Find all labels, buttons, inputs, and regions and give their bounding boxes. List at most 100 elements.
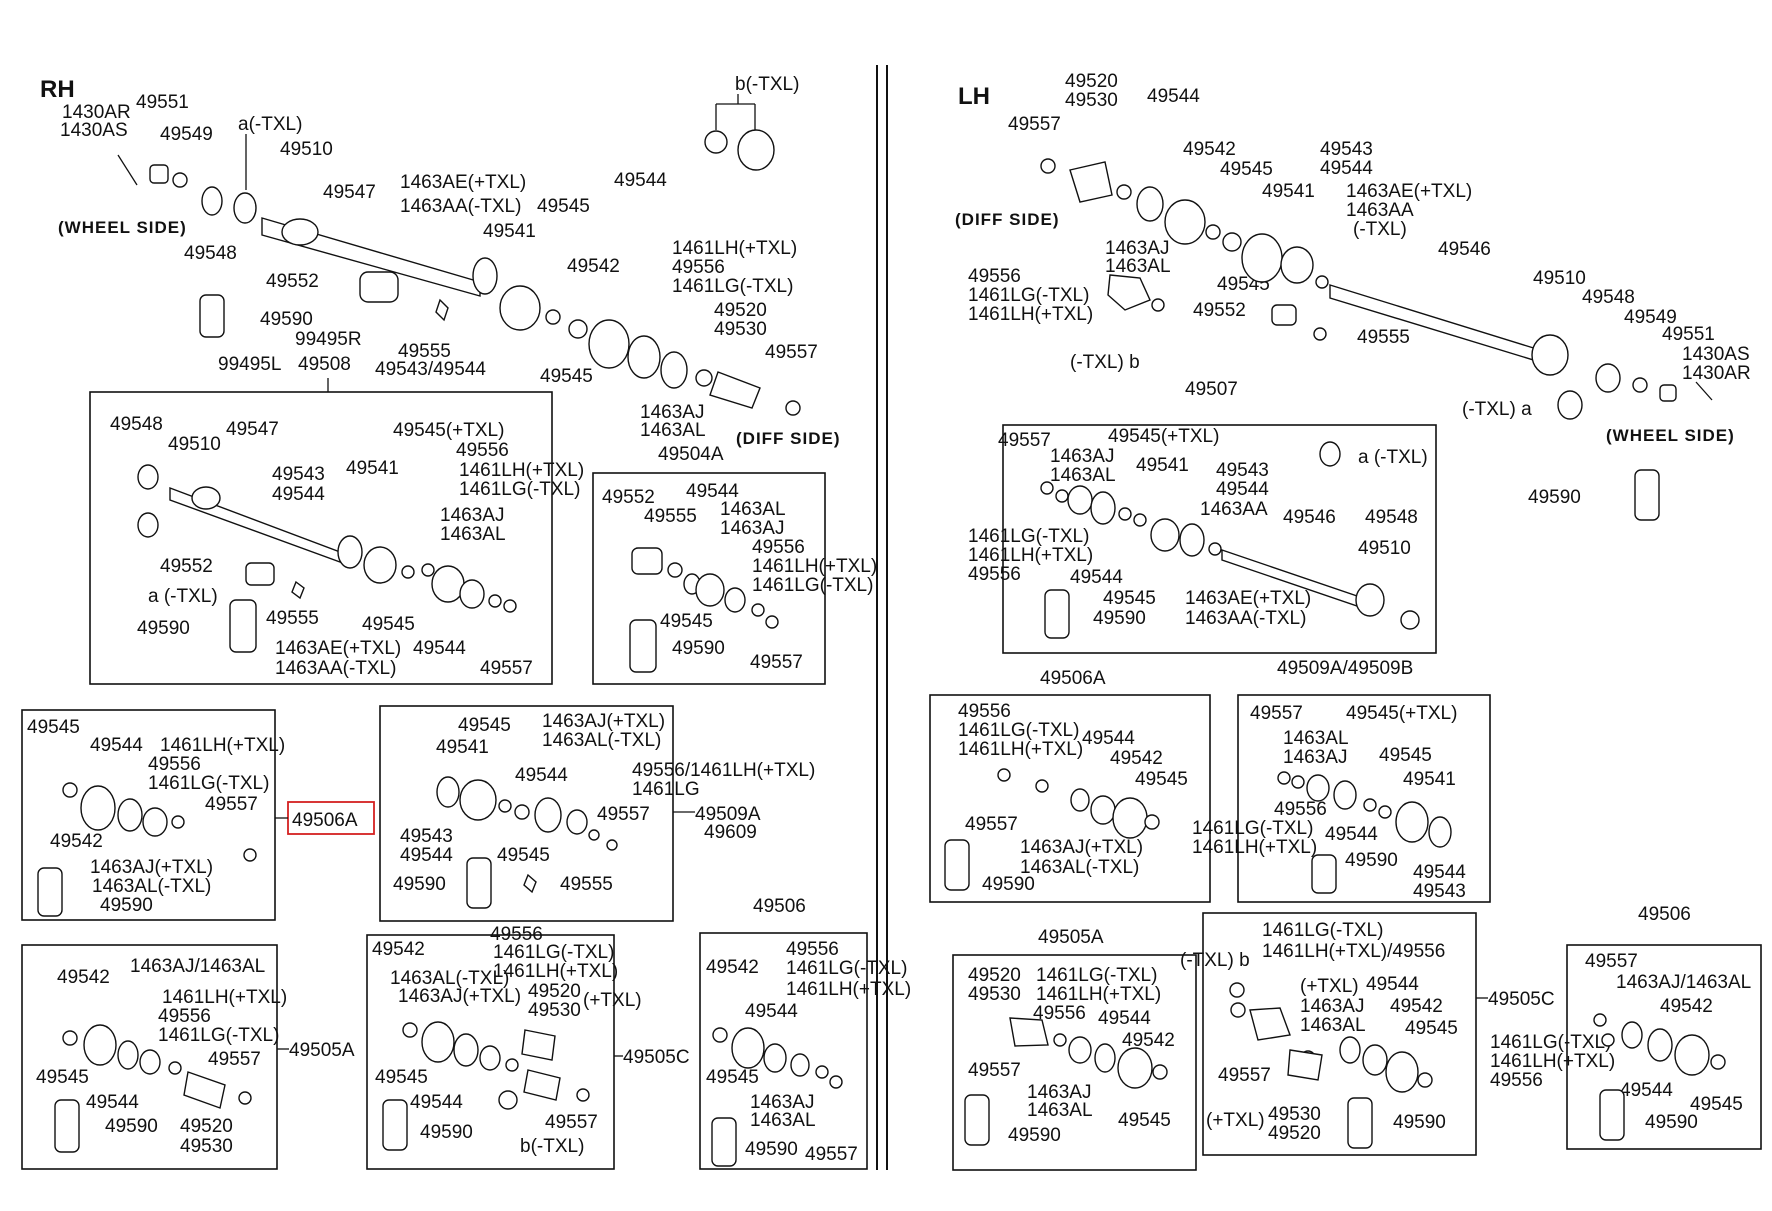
label-49542: 49542 (1390, 996, 1443, 1017)
label-diff-side: (DIFF SIDE) (955, 210, 1060, 229)
label-49544: 49544 (90, 735, 143, 756)
label-b-txl: b(-TXL) (520, 1136, 584, 1157)
label-49545: 49545 (1118, 1110, 1171, 1131)
box-49505c-rh: 49542 49556 1461LG(-TXL) 1463AL(-TXL) 14… (366, 924, 690, 1170)
label-49541: 49541 (1136, 455, 1189, 476)
label-49590: 49590 (393, 874, 446, 895)
label-49590: 49590 (1008, 1125, 1061, 1146)
label-1461lg: 1461LG(-TXL) (786, 958, 907, 979)
label-minus-txl: (-TXL) (1353, 219, 1407, 240)
label-49520: 49520 (1065, 71, 1118, 92)
label-1461lh: 1461LH(+TXL) (786, 979, 911, 1000)
label-1463al: 1463AL(-TXL) (542, 730, 661, 751)
box-49507-title: 49507 (1185, 379, 1238, 400)
label-49556: 49556 (1490, 1070, 1543, 1091)
label-plus-txl2: (+TXL) (1206, 1110, 1265, 1131)
box-49509-lh: 49509A/49509B 49557 49545(+TXL) 1463AL 1… (1192, 658, 1491, 903)
label-49545: 49545 (36, 1067, 89, 1088)
label-1463aj: 1463AJ (440, 505, 504, 526)
label-49555: 49555 (398, 341, 451, 362)
label-49545b: 49545 (497, 845, 550, 866)
label-b-txl: (-TXL) b (1180, 950, 1250, 971)
label-49556: 49556 (456, 440, 509, 461)
label-49545: 49545 (1690, 1094, 1743, 1115)
label-1461lg: 1461LG (632, 779, 700, 800)
label-49545: 49545 (660, 611, 713, 632)
label-49543: 49543 (272, 464, 325, 485)
label-49555: 49555 (560, 874, 613, 895)
label-49557: 49557 (765, 342, 818, 363)
label-49545: 49545 (375, 1067, 428, 1088)
label-1461lh: 1461LH(+TXL) (672, 238, 797, 259)
label-49544b: 49544 (1413, 862, 1466, 883)
label-1461lg: 1461LG(-TXL) (958, 720, 1079, 741)
label-1463aj: 1463AJ(+TXL) (542, 711, 665, 732)
label-wheel-side: (WHEEL SIDE) (58, 218, 187, 237)
label-49545: 49545 (362, 614, 415, 635)
box-49506-title: 49506 (753, 896, 806, 917)
label-1461lh: 1461LH(+TXL) (1036, 984, 1161, 1005)
label-49544: 49544 (1325, 824, 1378, 845)
label-49590: 49590 (420, 1122, 473, 1143)
label-49541: 49541 (346, 458, 399, 479)
center-divider (876, 65, 888, 1170)
label-1461lg: 1461LG(-TXL) (672, 276, 793, 297)
label-49556: 49556 (968, 266, 1021, 287)
label-49544: 49544 (614, 170, 667, 191)
label-49542: 49542 (1110, 748, 1163, 769)
label-49544b: 49544 (400, 845, 453, 866)
label-49544b: 49544 (413, 638, 466, 659)
label-1463ae: 1463AE(+TXL) (275, 638, 401, 659)
label-1463aj: 1463AJ/1463AL (130, 956, 265, 977)
label-49544: 49544 (1098, 1008, 1151, 1029)
box-49509-lh-title: 49509A/49509B (1277, 658, 1413, 679)
label-49557: 49557 (480, 658, 533, 679)
label-1463al: 1463AL (440, 524, 506, 545)
label-49510: 49510 (1533, 268, 1586, 289)
label-99495r: 99495R (295, 329, 362, 350)
label-1463aj: 1463AJ (1283, 747, 1347, 768)
callout-49505a: 49505A (289, 1040, 355, 1061)
label-49548: 49548 (110, 414, 163, 435)
label-49542: 49542 (706, 957, 759, 978)
label-49545-txl: 49545(+TXL) (1346, 703, 1457, 724)
label-b-txl: b(-TXL) (735, 74, 799, 95)
label-49555: 49555 (266, 608, 319, 629)
label-1461lh: 1461LH(+TXL) (752, 556, 877, 577)
rh-title: RH (40, 76, 75, 103)
label-1461lh: 1461LH(+TXL) (1490, 1051, 1615, 1072)
label-1463ae: 1463AE(+TXL) (400, 172, 526, 193)
box-49504a-title: 49504A (658, 444, 724, 465)
label-49545: 49545 (706, 1067, 759, 1088)
label-49590: 49590 (1393, 1112, 1446, 1133)
label-1463aj: 1463AJ(+TXL) (398, 986, 521, 1007)
label-1430as: 1430AS (1682, 344, 1750, 365)
label-49548: 49548 (184, 243, 237, 264)
label-49552: 49552 (160, 556, 213, 577)
label-1463aj: 1463AJ (1300, 996, 1364, 1017)
box-49508: 49548 49510 49547 49545(+TXL) 49556 1461… (89, 391, 584, 685)
label-49508: 49508 (298, 354, 351, 375)
label-49557: 49557 (1218, 1065, 1271, 1086)
box-49509a-rh: 49545 1463AJ(+TXL) 1463AL(-TXL) 49541 49… (379, 705, 815, 922)
label-a-txl: (-TXL) a (1462, 399, 1532, 420)
lh-title: LH (958, 83, 990, 110)
label-1461lh: 1461LH(+TXL) (162, 987, 287, 1008)
box-49505a-lh-title: 49505A (1038, 927, 1104, 948)
label-1461lg: 1461LG(-TXL) (459, 479, 580, 500)
label-wheel-side: (WHEEL SIDE) (1606, 426, 1735, 445)
label-49530: 49530 (714, 319, 767, 340)
label-49556: 49556 (958, 701, 1011, 722)
label-49556: 49556 (490, 924, 543, 945)
label-1461lg: 1461LG(-TXL) (1490, 1032, 1611, 1053)
label-49590: 49590 (745, 1139, 798, 1160)
label-49590: 49590 (1645, 1112, 1698, 1133)
label-49557: 49557 (1585, 951, 1638, 972)
rh-top-assembly: 1430AR 1430AS 49551 49549 a(-TXL) 49510 … (58, 74, 840, 448)
label-49552: 49552 (602, 487, 655, 508)
callout-49506a[interactable]: 49506A (292, 810, 358, 831)
label-49557: 49557 (750, 652, 803, 673)
label-49545: 49545 (1103, 588, 1156, 609)
label-49541: 49541 (1262, 181, 1315, 202)
box-49506a-lh: 49506A 49556 1461LG(-TXL) 1461LH(+TXL) 4… (929, 668, 1211, 903)
